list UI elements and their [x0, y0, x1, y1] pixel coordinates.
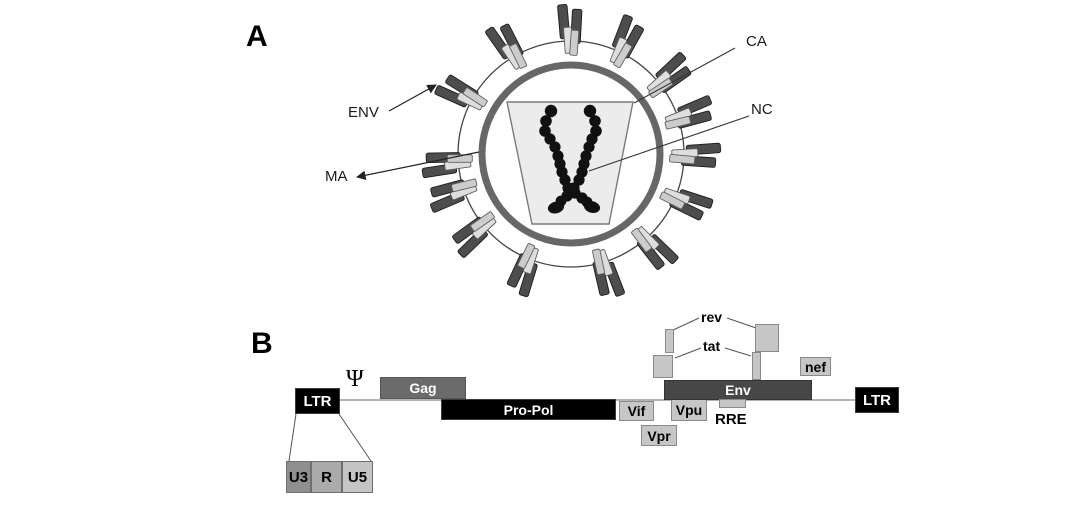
panel-b-label: B [251, 327, 273, 360]
r-box: R [311, 461, 342, 493]
ma-callout-label: MA [325, 168, 348, 185]
rev-connector-left [670, 317, 700, 332]
nef-box: nef [800, 357, 831, 376]
tat-exon2-bar [752, 352, 761, 380]
ma-callout-arrow [356, 151, 480, 180]
tat-connector-left [674, 347, 702, 359]
rev-label: rev [701, 309, 723, 325]
tat-connector-right [724, 347, 752, 357]
u5-box: U5 [342, 461, 373, 493]
env-callout-label: ENV [348, 104, 379, 121]
ltr-right-box: LTR [855, 387, 899, 413]
rev-connector-right [726, 317, 757, 329]
ltr-expand-line-left [288, 413, 297, 462]
matrix-ring [478, 61, 664, 247]
nc-callout-label: NC [751, 101, 773, 118]
ca-callout-label: CA [746, 33, 767, 50]
nc-callout-line [588, 115, 750, 172]
pro-pol-box: Pro-Pol [441, 399, 616, 420]
rev-exon1-bar [665, 329, 674, 353]
tat-label: tat [703, 338, 721, 354]
gag-box: Gag [380, 377, 466, 399]
ltr-left-box: LTR [295, 388, 340, 414]
tat-exon1-box [653, 355, 673, 378]
ca-callout-line [633, 47, 736, 104]
vpu-box: Vpu [671, 398, 707, 421]
rre-box [719, 399, 746, 408]
virion-diagram [356, 3, 750, 302]
vpr-box: Vpr [641, 425, 677, 446]
psi-packaging-signal: Ψ [346, 366, 364, 392]
ltr-expand-line-right [338, 413, 372, 462]
rre-label: RRE [715, 411, 747, 428]
env-box: Env [664, 380, 812, 400]
rna-nc-beads [539, 104, 602, 214]
vif-box: Vif [619, 401, 654, 421]
capsid-trapezoid [506, 101, 634, 225]
panel-a-label: A [246, 20, 268, 53]
u3-box: U3 [286, 461, 311, 493]
env-callout-arrow [388, 84, 437, 112]
rev-exon2-box [755, 324, 779, 352]
